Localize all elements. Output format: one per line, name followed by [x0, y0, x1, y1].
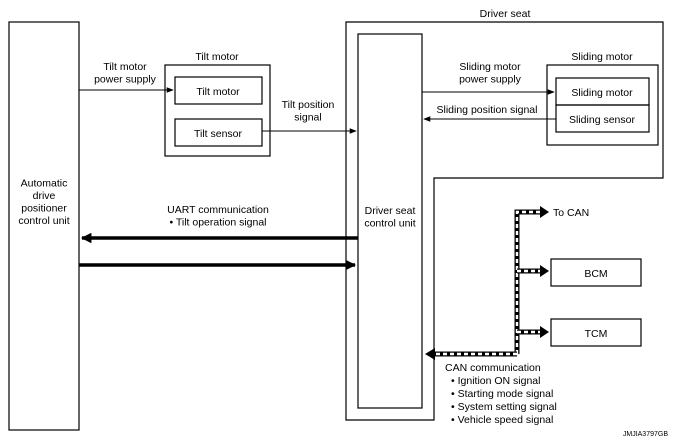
tilt-motor-label: Tilt motor: [196, 86, 240, 98]
tilt-motor-group-box: [164, 64, 271, 157]
can-title: CAN communication: [445, 362, 541, 374]
can-bus: [425, 206, 549, 360]
figure-id: JMJIA3797GB: [623, 431, 668, 438]
tilt-sensor-label: Tilt sensor: [194, 128, 243, 140]
driver-seat-control-unit-box: [357, 33, 423, 409]
driver-seat-enclosure: [345, 21, 664, 421]
can-item-starting-mode: • Starting mode signal: [451, 388, 553, 400]
tcm-box: [550, 318, 642, 347]
sliding-motor-group-label: Sliding motor: [571, 51, 633, 63]
bcm-box: [550, 258, 642, 287]
to-can-label: To CAN: [553, 207, 589, 219]
tilt-sensor-box: [174, 118, 263, 147]
uart-label: UART communication• Tilt operation signa…: [167, 204, 269, 229]
driver-seat-group-label: Driver seat: [480, 8, 531, 20]
tilt-motor-group-label: Tilt motor: [195, 51, 239, 63]
sliding-sensor-label: Sliding sensor: [569, 114, 635, 126]
sliding-position-label: Sliding position signal: [437, 104, 538, 116]
tilt-motor-box: [174, 76, 263, 105]
adp-control-unit-box: [8, 21, 80, 431]
can-item-vehicle-speed: • Vehicle speed signal: [451, 414, 553, 426]
can-item-system-setting: • System setting signal: [451, 401, 557, 413]
sliding-motor-label: Sliding motor: [571, 87, 633, 99]
can-item-ignition: • Ignition ON signal: [451, 375, 540, 387]
bcm-label: BCM: [584, 268, 607, 280]
sliding-motor-group-box: [546, 64, 659, 146]
tcm-label: TCM: [585, 328, 608, 340]
